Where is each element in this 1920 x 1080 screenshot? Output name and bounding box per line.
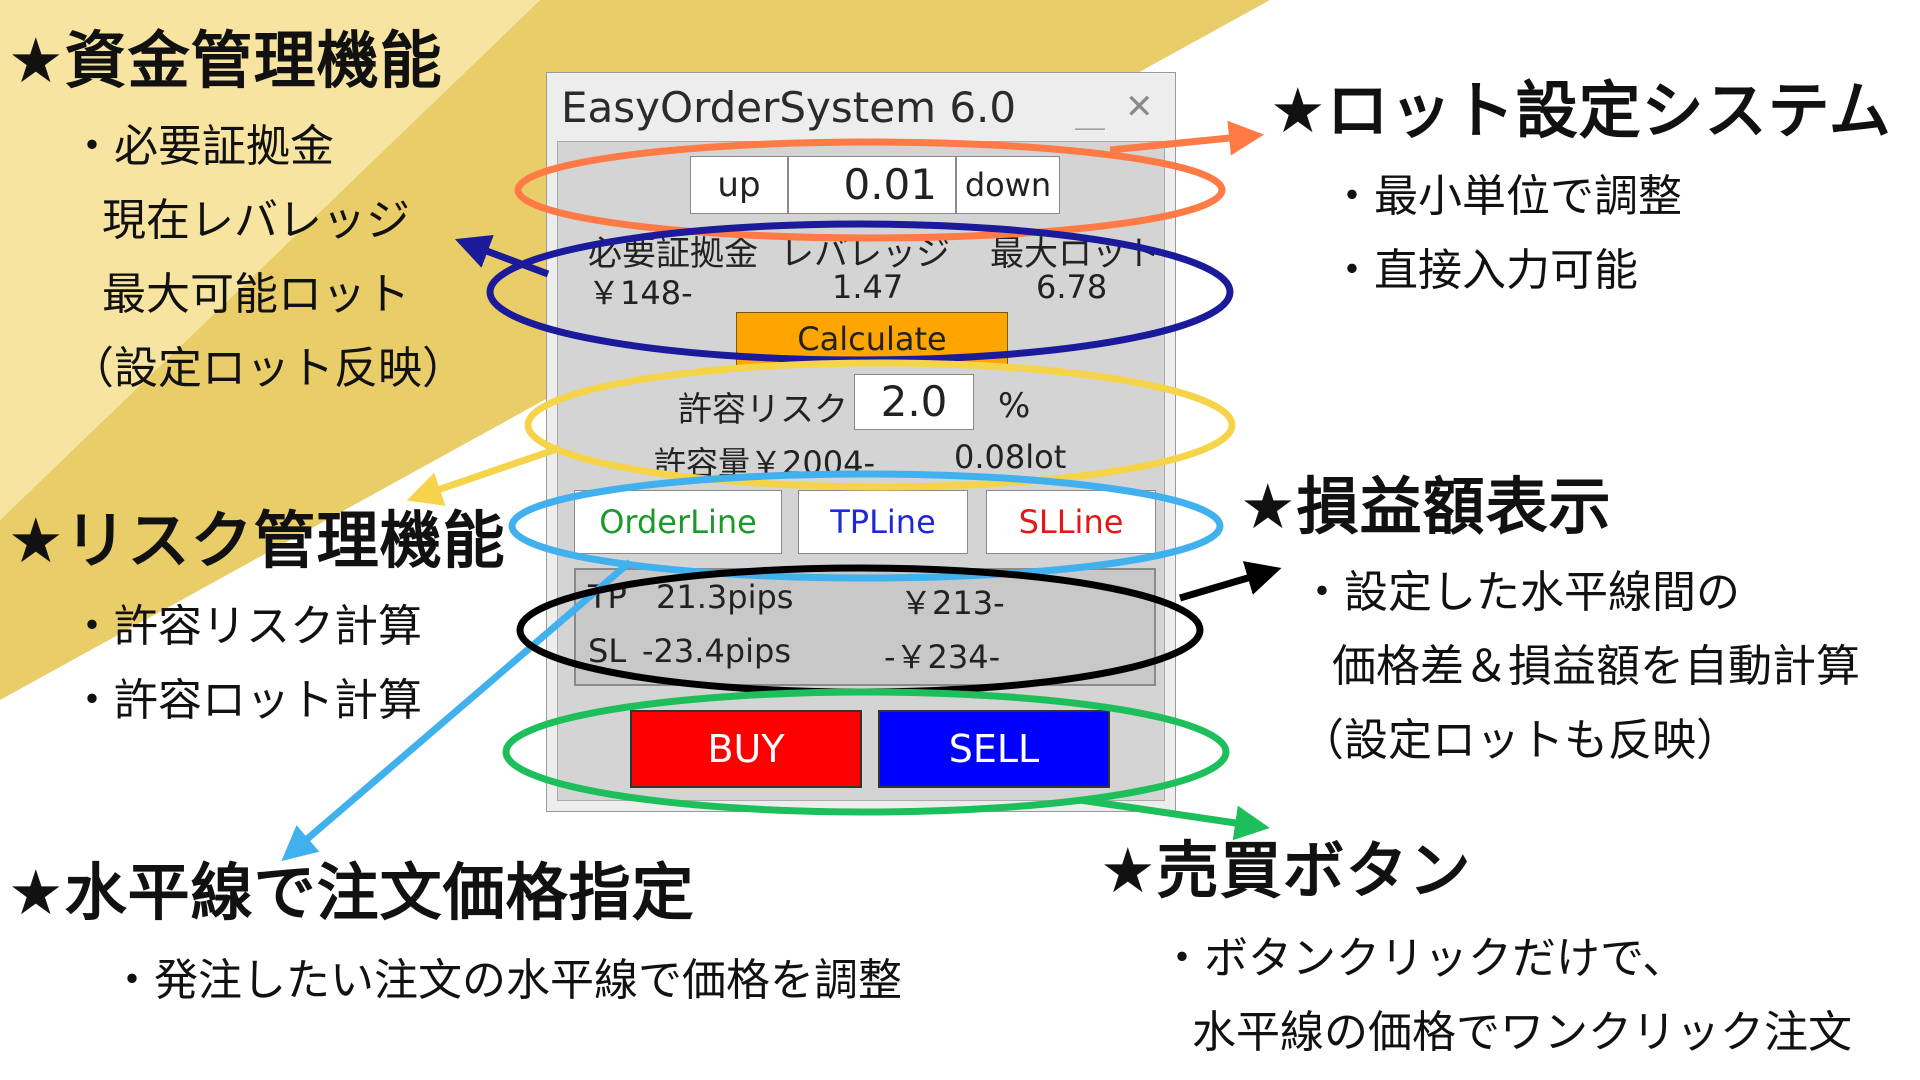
lot-bullets: ・最小単位で調整 ・直接入力可能	[1330, 160, 1682, 308]
line-bullets: ・発注したい注文の水平線で価格を調整	[110, 944, 902, 1018]
tp-amount: ￥213-	[900, 584, 1005, 622]
funds-bullets: ・必要証拠金 現在レバレッジ 最大可能ロット （設定ロット反映）	[70, 110, 466, 406]
risk-amount: 許容量￥2004-	[654, 444, 875, 482]
lot-up-button[interactable]: up	[690, 156, 788, 214]
risk-bullet: ・許容リスク計算	[70, 601, 422, 652]
minimize-button[interactable]: ＿	[1075, 99, 1105, 134]
pl-bullets: ・設定した水平線間の 価格差＆損益額を自動計算 （設定ロットも反映）	[1300, 556, 1860, 778]
pl-bullet: 価格差＆損益額を自動計算	[1332, 641, 1860, 692]
lot-heading: ★ロット設定システム	[1270, 74, 1892, 147]
funds-bullet: 現在レバレッジ	[102, 195, 410, 246]
risk-bullets: ・許容リスク計算 ・許容ロット計算	[70, 590, 422, 738]
profit-loss-box: TP 21.3pips ￥213- SL -23.4pips -￥234-	[574, 568, 1156, 686]
pl-heading: ★損益額表示	[1240, 470, 1612, 543]
funds-bullet: ・必要証拠金	[70, 121, 334, 172]
tp-label: TP	[588, 578, 627, 616]
risk-bullet: ・許容ロット計算	[70, 675, 422, 726]
slline-button[interactable]: SLLine	[986, 490, 1156, 554]
yellow-banner-light	[0, 0, 540, 520]
line-heading: ★水平線で注文価格指定	[8, 856, 695, 929]
line-bullet: ・発注したい注文の水平線で価格を調整	[110, 955, 902, 1006]
trade-bullet: ・ボタンクリックだけで、	[1160, 933, 1687, 984]
risk-lot: 0.08lot	[954, 438, 1067, 476]
risk-label: 許容リスク	[678, 390, 848, 430]
risk-heading: ★リスク管理機能	[8, 504, 506, 577]
funds-bullet: （設定ロット反映）	[70, 343, 466, 394]
close-button[interactable]: ✕	[1125, 87, 1154, 127]
maxlot-value: 6.78	[1036, 268, 1108, 306]
sl-label: SL	[588, 632, 627, 670]
tp-pips: 21.3pips	[656, 578, 794, 616]
sl-pips: -23.4pips	[642, 632, 791, 670]
ea-panel: up 0.01 down 必要証拠金 レバレッジ 最大ロット ￥148- 1.4…	[557, 141, 1165, 801]
sl-amount: -￥234-	[884, 638, 1001, 676]
funds-heading: ★資金管理機能	[8, 24, 443, 97]
pl-bullet: ・設定した水平線間の	[1300, 567, 1740, 618]
sell-button[interactable]: SELL	[878, 710, 1110, 788]
lot-bullet: ・直接入力可能	[1330, 245, 1638, 296]
ea-window: EasyOrderSystem 6.0 ＿ ✕ up 0.01 down 必要証…	[546, 72, 1176, 812]
lot-down-button[interactable]: down	[956, 156, 1060, 214]
window-titlebar[interactable]: EasyOrderSystem 6.0 ＿ ✕	[547, 73, 1175, 141]
trade-bullets: ・ボタンクリックだけで、 水平線の価格でワンクリック注文	[1160, 922, 1852, 1070]
tpline-button[interactable]: TPLine	[798, 490, 968, 554]
buy-button[interactable]: BUY	[630, 710, 862, 788]
trade-bullet: 水平線の価格でワンクリック注文	[1192, 1007, 1852, 1058]
pl-bullet: （設定ロットも反映）	[1300, 715, 1740, 766]
margin-value: ￥148-	[588, 274, 693, 312]
lot-input[interactable]: 0.01	[788, 156, 956, 214]
funds-bullet: 最大可能ロット	[102, 269, 410, 320]
risk-input[interactable]: 2.0	[854, 374, 974, 430]
trade-heading: ★売買ボタン	[1100, 834, 1472, 907]
orderline-button[interactable]: OrderLine	[574, 490, 782, 554]
risk-unit: %	[998, 386, 1031, 426]
leverage-value: 1.47	[832, 268, 904, 306]
window-title: EasyOrderSystem 6.0	[561, 83, 1017, 132]
calculate-button[interactable]: Calculate	[736, 312, 1008, 366]
lot-bullet: ・最小単位で調整	[1330, 171, 1682, 222]
